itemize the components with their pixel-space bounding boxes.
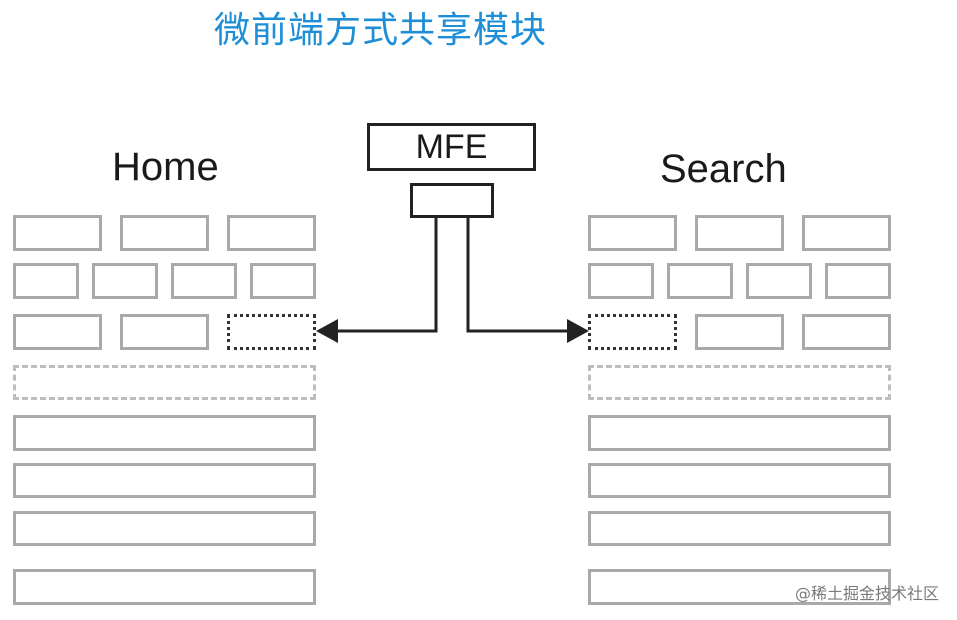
search-block bbox=[746, 263, 812, 299]
arrow-head-left-icon bbox=[316, 319, 338, 343]
search-block bbox=[802, 314, 891, 350]
home-block bbox=[227, 215, 316, 251]
diagram-title: 微前端方式共享模块 bbox=[214, 10, 548, 51]
home-row bbox=[13, 463, 316, 498]
home-block bbox=[13, 215, 102, 251]
search-block bbox=[825, 263, 891, 299]
arrow-to-search bbox=[466, 217, 570, 333]
search-block bbox=[588, 263, 654, 299]
home-row bbox=[13, 511, 316, 546]
home-block bbox=[120, 215, 209, 251]
home-block bbox=[120, 314, 209, 350]
home-block bbox=[13, 314, 102, 350]
mfe-module-box: MFE bbox=[367, 123, 536, 171]
home-row bbox=[13, 415, 316, 451]
home-block bbox=[171, 263, 237, 299]
search-row bbox=[588, 415, 891, 451]
mfe-connector-box bbox=[410, 183, 494, 218]
home-dashed-row bbox=[13, 365, 316, 400]
home-block bbox=[92, 263, 158, 299]
search-row bbox=[588, 569, 891, 605]
search-dashed-row bbox=[588, 365, 891, 400]
search-block bbox=[802, 215, 891, 251]
search-row bbox=[588, 463, 891, 498]
home-shared-slot bbox=[227, 314, 316, 350]
home-block bbox=[13, 263, 79, 299]
search-block bbox=[588, 215, 677, 251]
mfe-label: MFE bbox=[415, 127, 488, 166]
search-app-label: Search bbox=[660, 147, 787, 191]
home-app-label: Home bbox=[112, 145, 219, 189]
home-row bbox=[13, 569, 316, 605]
home-block bbox=[250, 263, 316, 299]
watermark: @稀土掘金技术社区 bbox=[794, 584, 939, 603]
search-shared-slot bbox=[588, 314, 677, 350]
search-block bbox=[667, 263, 733, 299]
search-block bbox=[695, 215, 784, 251]
arrow-to-home bbox=[334, 217, 438, 333]
arrow-head-right-icon bbox=[567, 319, 589, 343]
search-block bbox=[695, 314, 784, 350]
search-row bbox=[588, 511, 891, 546]
